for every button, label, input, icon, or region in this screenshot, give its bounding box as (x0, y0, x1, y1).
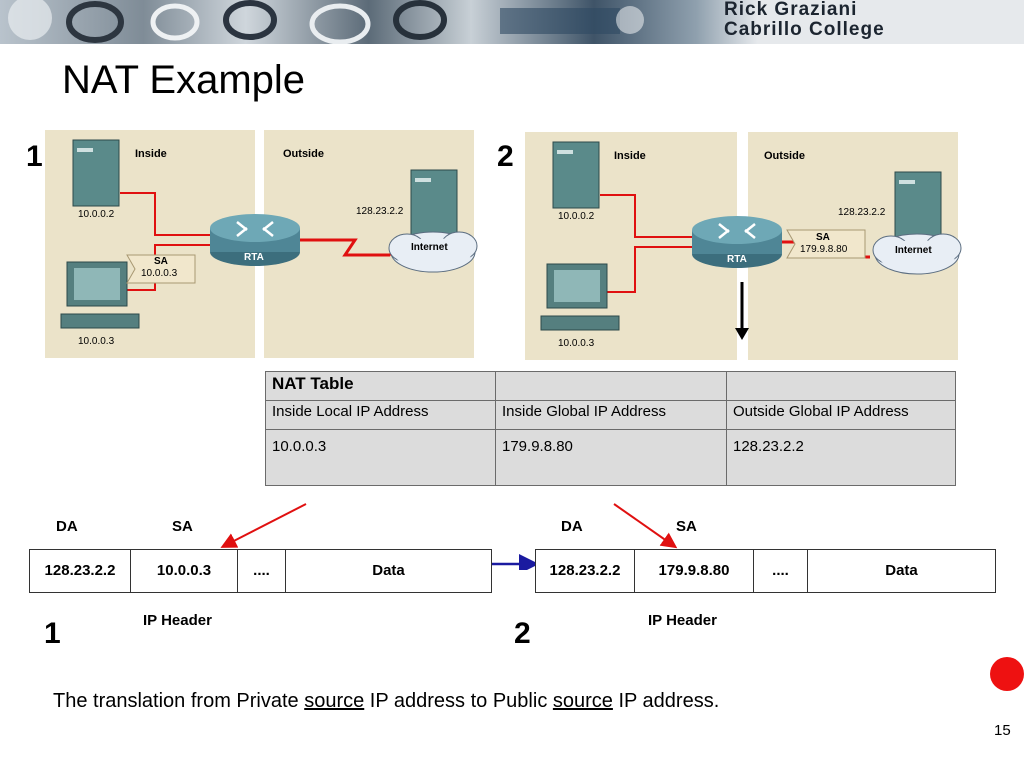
nat-table-title-row: NAT Table (265, 371, 956, 401)
diagram1-sa-envelope (126, 254, 196, 284)
packet1-step-number: 1 (44, 617, 61, 650)
nat-table-cell: 128.23.2.2 (726, 429, 956, 486)
diagram1-server-ip: 10.0.0.2 (78, 209, 115, 220)
diagram2-router-icon (692, 216, 782, 268)
diagram2-sa-tag: SA (816, 232, 830, 243)
packet2-data-cell: Data (885, 562, 918, 579)
packet2-header: 128.23.2.2 179.9.8.80 .... Data (535, 549, 996, 593)
diagram2-server-icon (552, 141, 600, 209)
diagram1-sa-value: 10.0.0.3 (141, 268, 178, 279)
nat-table-title: NAT Table (265, 371, 496, 401)
diagram1-pc-icon (60, 261, 140, 329)
packet2-ip-header-label: IP Header (648, 612, 717, 629)
packet1-da-cell: 128.23.2.2 (30, 550, 131, 592)
diagram2-outside-label: Outside (764, 150, 805, 162)
diagram1-serial-link (300, 238, 390, 257)
red-arrow-to-sa2 (613, 503, 678, 549)
diagram1-outside-label: Outside (283, 148, 324, 160)
diagram2-remote-server-icon (894, 171, 942, 239)
author-college: Cabrillo College (724, 19, 885, 40)
packet1-da-label: DA (56, 518, 78, 535)
diagram1-cloud-label: Internet (411, 242, 448, 253)
diagram1-server-link (120, 192, 220, 236)
slide-caption: The translation from Private source IP a… (53, 690, 719, 713)
caption-text: IP address to Public (364, 690, 553, 712)
nat-table-header: Inside Global IP Address (495, 400, 727, 430)
nat-table-cell: 179.9.8.80 (495, 429, 727, 486)
packet1-ip-header-label: IP Header (143, 612, 212, 629)
diagram2-router-label: RTA (727, 254, 747, 265)
diagram1-internet-cloud-icon (388, 231, 478, 273)
caption-text: IP address. (612, 690, 720, 712)
nat-table-cell: 10.0.0.3 (265, 429, 496, 486)
diagram1-graphic (60, 139, 478, 329)
diagram2-remote-ip: 128.23.2.2 (838, 207, 886, 218)
diagram2-inside-label: Inside (614, 150, 646, 162)
packet1-sa-label: SA (172, 518, 193, 535)
banner-author: Rick Graziani Cabrillo College (724, 0, 885, 40)
caption-text: The translation from Private (53, 690, 305, 712)
packet1-other-cell: .... (238, 550, 286, 592)
packet2-da-cell: 128.23.2.2 (536, 550, 635, 592)
diagram1-remote-ip: 128.23.2.2 (356, 206, 404, 217)
caption-emphasis: source (552, 690, 613, 712)
packet1-sa-cell: 10.0.0.3 (131, 550, 238, 592)
diagram2-sa-envelope (786, 229, 866, 259)
red-arrow-to-sa1 (220, 503, 307, 548)
packet2-sa-label: SA (676, 518, 697, 535)
nat-table-row: 10.0.0.3 179.9.8.80 128.23.2.2 (265, 429, 956, 486)
nat-table-title-empty (495, 371, 727, 401)
diagram2-step-number: 2 (497, 140, 514, 173)
packet1-header: 128.23.2.2 10.0.0.3 .... Data (29, 549, 492, 593)
diagram1-pc-ip: 10.0.0.3 (78, 336, 115, 347)
packet2-da-label: DA (561, 518, 583, 535)
diagram2-cloud-label: Internet (895, 245, 932, 256)
packet2-sa-cell: 179.9.8.80 (635, 550, 754, 592)
diagram1-router-label: RTA (244, 252, 264, 263)
diagram2-pc-icon (540, 263, 620, 331)
caption-emphasis: source (304, 690, 365, 712)
packet1-data-cell: Data (372, 562, 405, 579)
header-banner: Rick Graziani Cabrillo College (0, 0, 1024, 44)
nat-table-header-row: Inside Local IP Address Inside Global IP… (265, 400, 956, 430)
diagram1-router-icon (210, 214, 300, 266)
diagram2-server-link (600, 194, 700, 238)
nat-table-header: Inside Local IP Address (265, 400, 496, 430)
diagram1-remote-server-icon (410, 169, 458, 237)
nat-table-header: Outside Global IP Address (726, 400, 956, 430)
diagram2-internet-cloud-icon (872, 233, 962, 275)
packet2-step-number: 2 (514, 617, 531, 650)
diagram2-sa-value: 179.9.8.80 (800, 244, 848, 255)
diagram2-server-ip: 10.0.0.2 (558, 211, 595, 222)
nat-table-title-empty (726, 371, 956, 401)
diagram1-inside-label: Inside (135, 148, 167, 160)
diagram2-pc-link (600, 246, 700, 293)
diagram2-pc-ip: 10.0.0.3 (558, 338, 595, 349)
packet2-other-cell: .... (754, 550, 808, 592)
author-name: Rick Graziani (724, 0, 858, 20)
banner-artwork (8, 0, 644, 44)
packet-arrows (220, 503, 678, 570)
nat-table: NAT Table Inside Local IP Address Inside… (265, 371, 956, 486)
diagram1-server-icon (72, 139, 120, 207)
page-number: 15 (994, 722, 1011, 739)
diagram1-sa-tag: SA (154, 256, 168, 267)
slide-title: NAT Example (62, 58, 306, 102)
diagram2-graphic (540, 141, 962, 340)
diagram1-step-number: 1 (26, 140, 43, 173)
red-dot-marker (990, 657, 1024, 691)
